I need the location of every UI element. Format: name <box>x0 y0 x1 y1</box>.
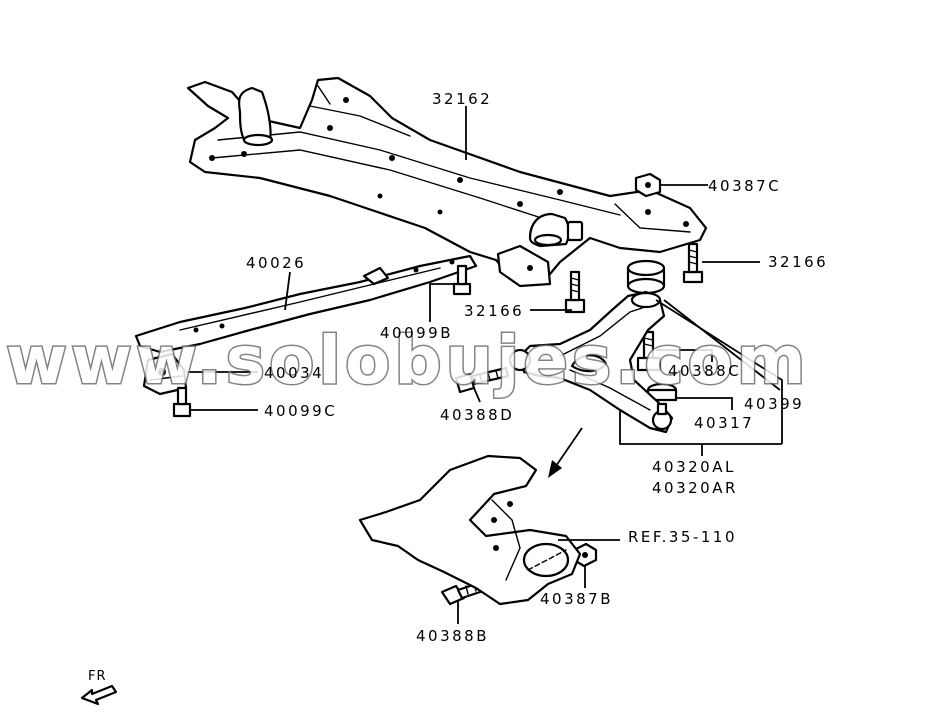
label-40388c: 40388C <box>668 362 741 380</box>
label-40399: 40399 <box>744 395 804 413</box>
bolt-32166-left <box>564 270 586 314</box>
label-40034: 40034 <box>264 364 324 382</box>
label-32166-right: 32166 <box>768 253 828 271</box>
label-40388d: 40388D <box>440 406 514 424</box>
label-32166-left: 32166 <box>464 302 524 320</box>
label-40320ar: 40320AR <box>652 479 738 497</box>
bolt-40388c <box>636 330 662 372</box>
label-32162: 32162 <box>432 90 492 108</box>
front-arrow-icon <box>80 684 118 706</box>
bolt-40099c <box>172 386 192 418</box>
label-40387c: 40387C <box>708 177 781 195</box>
label-40099c: 40099C <box>264 402 337 420</box>
front-crossmember <box>186 76 708 288</box>
part-labels: 32162 40387C 32166 40026 40099B 32166 40… <box>246 90 828 645</box>
bushing-40399 <box>626 259 666 295</box>
label-40387b: 40387B <box>540 590 613 608</box>
nut-40387b <box>572 542 598 568</box>
front-direction-indicator: FR <box>80 669 118 706</box>
watermark-text: www.solobujes.com <box>6 322 810 399</box>
front-brace <box>134 254 478 354</box>
steering-knuckle <box>358 454 582 606</box>
label-40026: 40026 <box>246 254 306 272</box>
label-ref-35-110: REF.35-110 <box>628 528 737 546</box>
leader-lines <box>186 106 783 624</box>
label-40317: 40317 <box>694 414 754 432</box>
label-40320al: 40320AL <box>652 458 736 476</box>
label-40388b: 40388B <box>416 627 489 645</box>
bolt-32166-right <box>682 242 704 284</box>
label-40099b: 40099B <box>380 324 453 342</box>
fr-label: FR <box>88 669 107 684</box>
lower-control-arm <box>508 290 674 434</box>
nut-40387c <box>634 172 662 198</box>
direction-arrow-down <box>548 427 583 478</box>
